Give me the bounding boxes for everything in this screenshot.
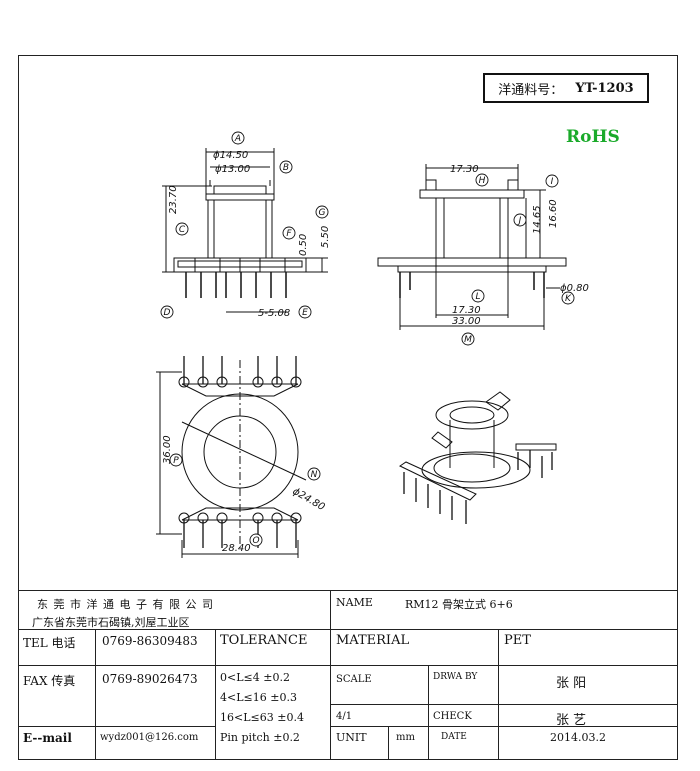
dim-e: 5-5.08 [258,308,290,319]
check-value: 张 艺 [556,713,587,728]
dim-j: 16.60 [548,199,559,228]
name-value: RM12 骨架立式 6+6 [405,598,513,611]
dim-f: 0.50 [298,234,309,256]
company-address: 广东省东莞市石碣镇,刘屋工业区 [32,616,190,629]
fax-value: 0769-89026473 [102,672,198,686]
dim-n: ϕ24.80 [291,486,327,513]
unit-label: UNIT [336,731,367,744]
date-value: 2014.03.2 [550,731,606,744]
material-value: PET [504,633,531,648]
isometric-view [398,391,557,524]
rohs-mark: RoHS [566,127,620,147]
tolerance-row-3: 16<L≤63 ±0.4 [220,711,304,724]
technical-drawing: ϕ14.50 ϕ13.00 23.70 0.50 5.50 5-5.08 17.… [156,131,589,558]
drawby-label: DRWA BY [433,672,478,682]
tolerance-row-1: 0<L≤4 ±0.2 [220,671,290,684]
fax-label: FAX 传真 [23,674,76,688]
tolerance-label: TOLERANCE [220,633,308,648]
balloon-j: J [517,216,522,226]
dim-g: 5.50 [320,226,331,248]
dim-p: 36.00 [162,435,173,464]
balloon-e: E [302,308,308,318]
part-number-box: 洋通料号： YT-1203 [483,73,649,103]
tolerance-row-2: 4<L≤16 ±0.3 [220,691,297,704]
email-value[interactable]: wydz001@126.com [100,732,199,743]
balloon-o: O [252,536,259,546]
balloon-f: F [286,229,292,239]
company-name: 东 莞 市 洋 通 电 子 有 限 公 司 [37,598,214,611]
drawby-value: 张 阳 [556,676,587,691]
part-number-label: 洋通料号： [498,82,564,98]
dim-l: 17.30 [452,305,481,316]
balloon-n: N [311,470,318,480]
balloon-b: B [283,163,289,173]
balloon-h: H [479,176,486,186]
tel-value: 0769-86309483 [102,634,198,648]
dim-o: 28.40 [222,543,251,554]
date-label: DATE [441,732,467,742]
part-number-value: YT-1203 [575,80,634,96]
balloon-k: K [565,294,572,304]
bottom-view [156,356,307,558]
balloon-i: I [551,177,554,187]
dim-c: 23.70 [168,185,179,214]
unit-value: mm [396,732,415,743]
balloon-l: L [475,292,480,302]
check-label: CHECK [433,711,472,722]
balloon-d: D [164,308,171,318]
dim-a: ϕ14.50 [213,150,248,161]
tolerance-row-4: Pin pitch ±0.2 [220,731,300,744]
balloon-p: P [173,456,179,466]
name-label: NAME [336,596,373,609]
dim-k: ϕ0.80 [560,283,589,294]
drawing-sheet-border [18,55,678,760]
balloon-m: M [464,335,472,345]
side-view [377,164,567,330]
balloon-g: G [319,208,326,218]
balloon-c: C [179,225,186,235]
email-label: E--mail [23,731,72,745]
scale-label: SCALE [336,674,372,685]
dim-h: 17.30 [450,164,479,175]
material-label: MATERIAL [336,633,410,648]
dim-i: 14.65 [532,205,543,234]
dim-m: 33.00 [452,316,481,327]
balloon-a: A [234,134,241,144]
tel-label: TEL 电话 [23,636,76,650]
scale-value: 4/1 [336,711,353,722]
dim-b: ϕ13.00 [215,164,250,175]
front-view [162,148,328,313]
